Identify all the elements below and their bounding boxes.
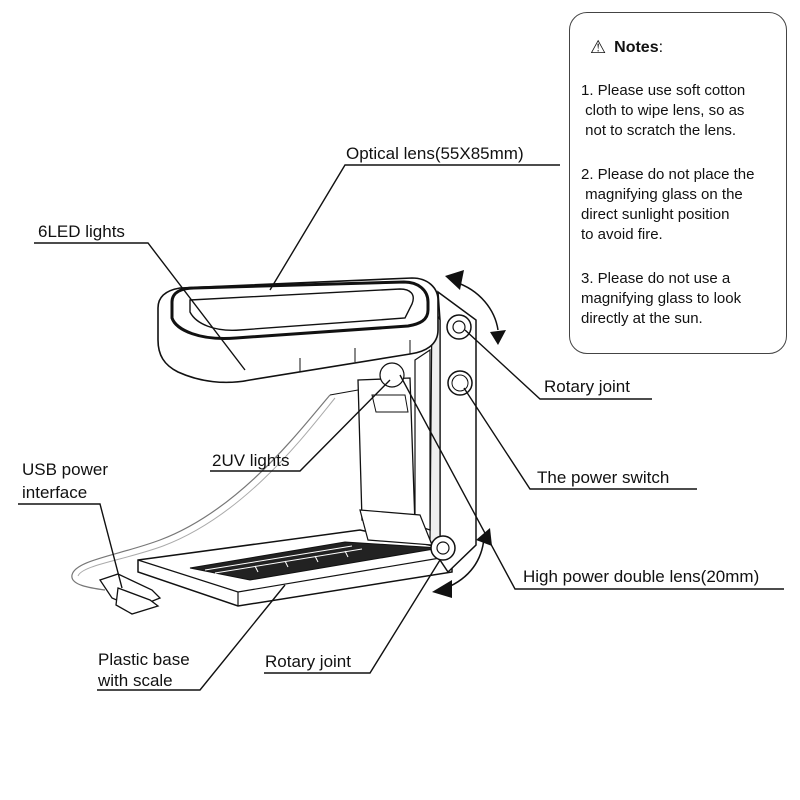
label-power-switch: The power switch [537,468,670,487]
note-item-3: 3. Please do not use a magnifying glass … [581,270,742,327]
note-item-1: 1. Please use soft cotton cloth to wipe … [581,82,746,139]
usb-plug [98,573,162,615]
uv-panel [329,362,433,546]
rotation-arrow-bottom-icon [432,528,492,598]
leader-rotary-top [464,329,652,400]
label-double-lens: High power double lens(20mm) [523,567,760,586]
leader-led-lights [34,242,246,371]
label-rotary-joint-top: Rotary joint [544,377,630,396]
leader-base [97,584,286,691]
rotation-arrow-top-icon [445,270,506,345]
power-switch-button[interactable] [447,370,473,396]
label-optical-lens: Optical lens(55X85mm) [346,144,524,163]
label-usb-line2: interface [22,483,88,502]
leader-power-switch [463,387,697,490]
label-usb-line1: USB power [22,460,108,479]
optical-lens [189,288,414,331]
plastic-base [137,529,453,607]
leader-usb [18,503,123,589]
label-led-lights: 6LED lights [38,222,125,241]
notes-title-colon: : [658,38,664,56]
label-rotary-joint-bottom: Rotary joint [265,652,351,671]
usb-cable [71,394,331,591]
rotary-joint-bottom-knob[interactable] [430,535,456,561]
notes-title: Notes [614,38,659,56]
label-base-line2: with scale [98,671,173,690]
notes-box: ⚠ Notes: 1. Please use soft cotton cloth… [569,12,787,354]
leader-lines [18,164,784,691]
note-item-2: 2. Please do not place the magnifying gl… [581,166,755,243]
magnifier-head [157,277,439,384]
leader-double-lens [399,374,784,590]
leader-uv-lights [210,379,391,472]
vertical-arm [414,290,477,574]
leader-optical-lens [269,164,560,291]
label-base-line1: Plastic base [98,650,190,669]
rotary-joint-top-knob[interactable] [446,314,472,340]
warning-icon: ⚠ [590,37,607,57]
leader-rotary-bottom [264,559,441,674]
notes-header: ⚠ Notes: [590,37,663,58]
label-uv-lights: 2UV lights [212,451,290,470]
